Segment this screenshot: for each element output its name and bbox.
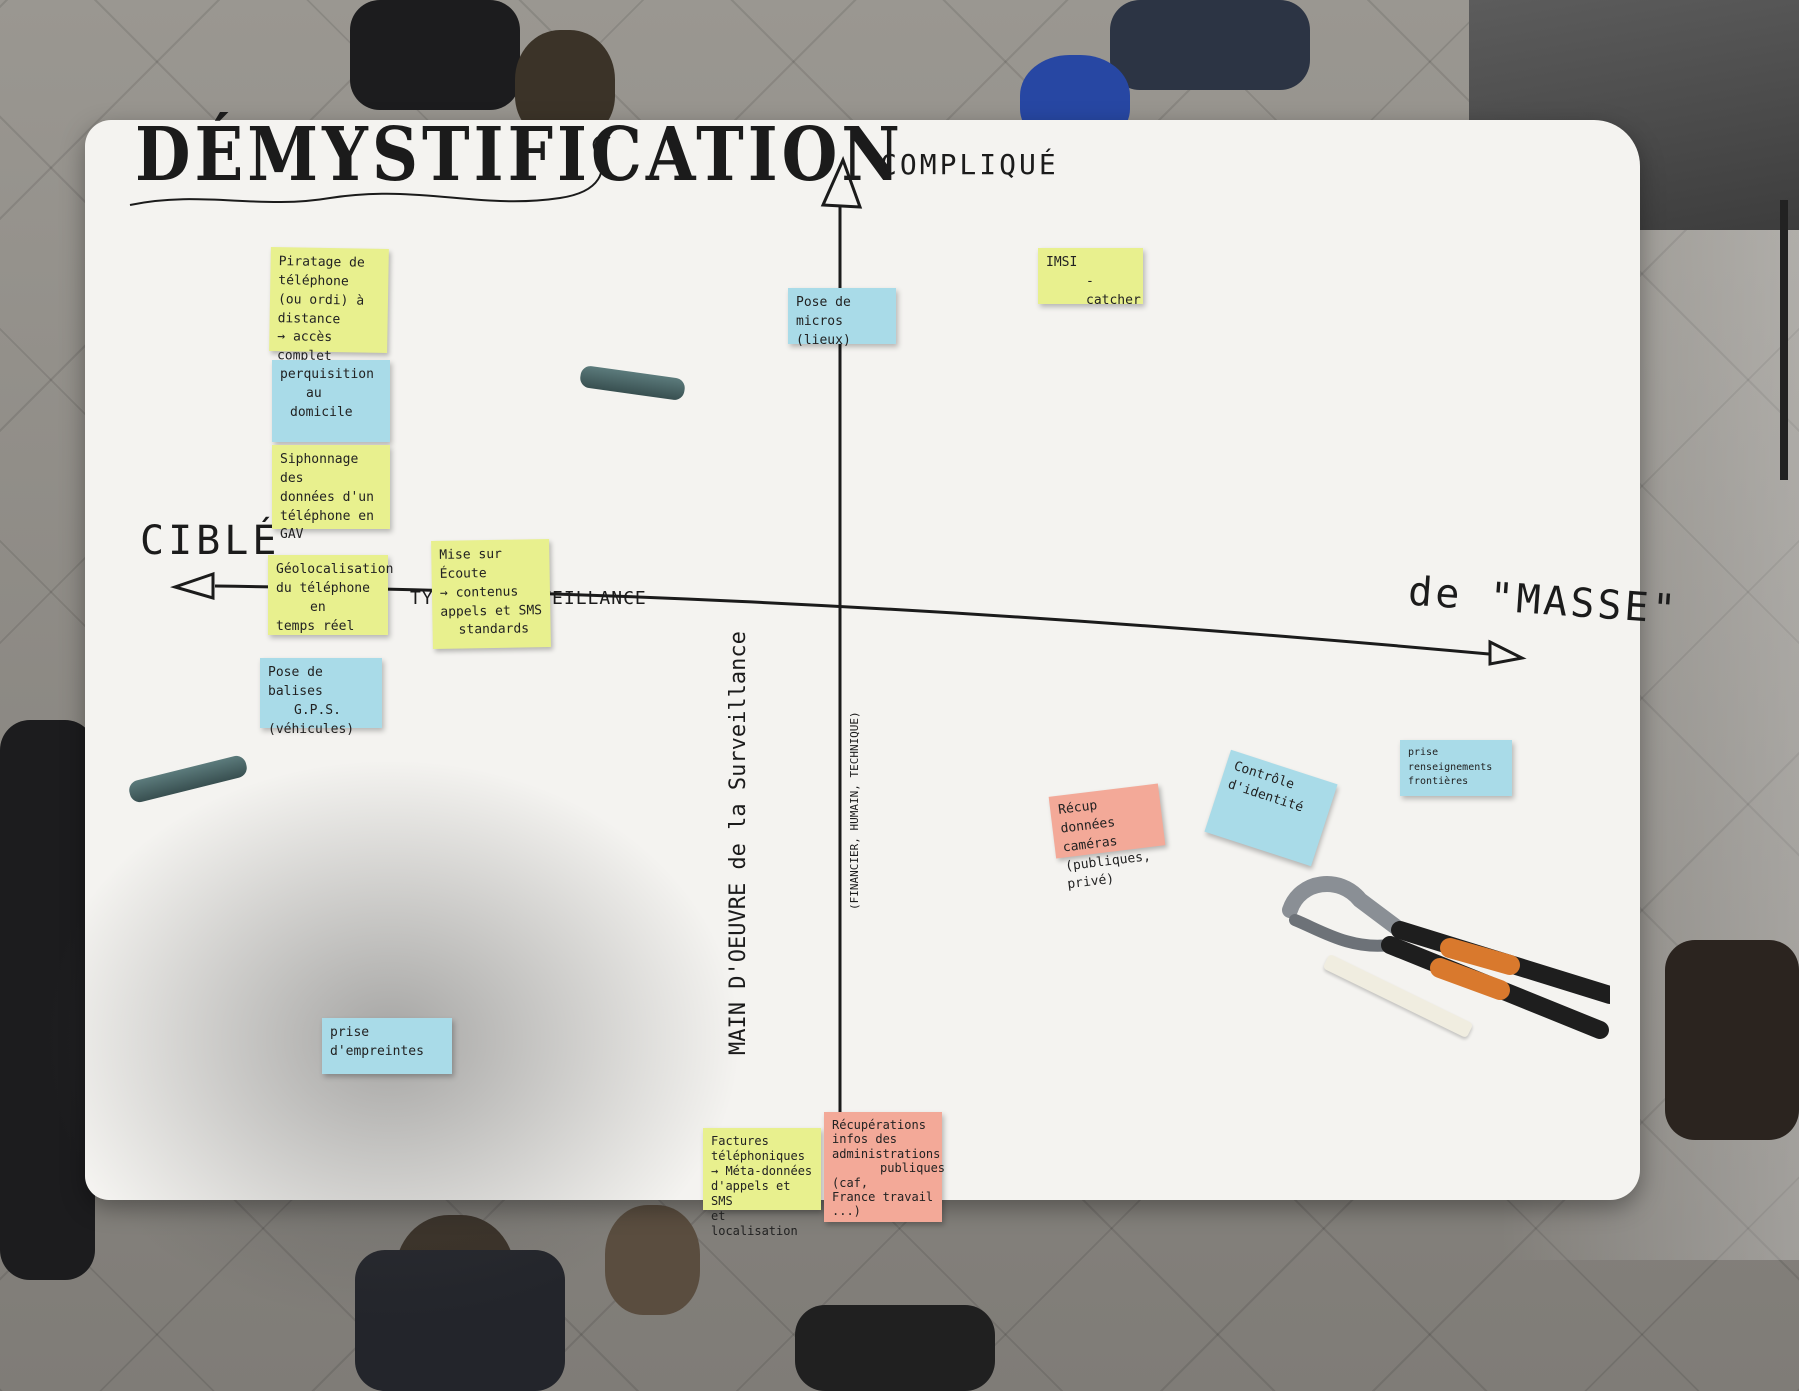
- note-line: distance: [277, 310, 341, 327]
- note-factures[interactable]: Factures téléphoniques → Méta-données d'…: [703, 1128, 821, 1238]
- note-line: GAV: [280, 527, 304, 543]
- note-balises[interactable]: Pose de balises G.P.S. (véhicules): [260, 658, 382, 737]
- note-line: Géolocalisation: [276, 562, 394, 577]
- note-line: téléphone en: [280, 508, 374, 524]
- note-line: micros (lieux): [796, 313, 851, 348]
- chair-leg: [1780, 200, 1788, 480]
- axis-left-label: CIBLÉ: [140, 518, 281, 564]
- note-line: (véhicules): [268, 721, 355, 737]
- note-line: d'appels et SMS: [711, 1179, 791, 1208]
- note-line: appels et SMS: [440, 602, 543, 620]
- note-line: Pose de: [796, 295, 851, 310]
- person-leg: [355, 1250, 565, 1391]
- note-line: du téléphone: [276, 580, 370, 596]
- note-empreintes[interactable]: prise d'empreintes: [322, 1018, 452, 1074]
- note-ecoute[interactable]: Mise sur Écoute → contenus appels et SMS…: [431, 538, 551, 650]
- note-line: temps réel: [276, 618, 355, 634]
- note-line: (caf,: [832, 1175, 869, 1190]
- note-line: → Méta-données: [711, 1164, 813, 1178]
- note-piratage[interactable]: Piratage de téléphone (ou ordi) à distan…: [269, 246, 389, 364]
- note-line: IMSI: [1046, 255, 1078, 270]
- note-line: domicile: [290, 404, 353, 420]
- note-line: Pose de balises: [268, 665, 323, 699]
- note-line: Mise sur: [439, 546, 503, 563]
- person-leg: [1665, 940, 1799, 1140]
- note-line: prise: [330, 1025, 370, 1040]
- note-line: Piratage de: [278, 254, 365, 271]
- note-line: (ou ordi) à: [277, 291, 365, 309]
- note-line: -catcher: [1086, 273, 1141, 308]
- note-line: ...): [832, 1204, 861, 1219]
- note-line: publiques: [880, 1161, 946, 1176]
- note-line: en: [310, 599, 326, 615]
- note-recuperations[interactable]: Récupérations infos des administrations …: [824, 1112, 946, 1222]
- note-line: téléphoniques: [711, 1149, 805, 1163]
- note-line: Factures: [711, 1134, 769, 1148]
- note-line: téléphone: [278, 272, 349, 290]
- note-line: administrations: [832, 1146, 941, 1161]
- note-line: frontières: [1408, 776, 1469, 787]
- note-line: → contenus: [439, 584, 519, 601]
- person-leg: [1110, 0, 1310, 90]
- note-perquisition[interactable]: perquisition au domicile: [272, 360, 390, 442]
- note-line: perquisition: [280, 367, 374, 382]
- axis-top-label: COMPLIQUÉ: [880, 148, 1059, 181]
- note-micros[interactable]: Pose de micros (lieux): [788, 288, 896, 348]
- axis-vertical-caption: MAIN D'OEUVRE de la Surveillance: [726, 631, 751, 1055]
- note-siphonnage[interactable]: Siphonnage des données d'un téléphone en…: [272, 445, 390, 542]
- note-line: France travail: [832, 1189, 934, 1204]
- note-imsi[interactable]: IMSI -catcher: [1038, 248, 1143, 308]
- person-leg: [350, 0, 520, 110]
- note-line: d'empreintes: [330, 1043, 424, 1059]
- pliers: [1282, 876, 1610, 1039]
- note-line: prise renseignements: [1408, 747, 1493, 773]
- note-line: infos des: [832, 1132, 898, 1147]
- note-line: Siphonnage des: [280, 452, 359, 486]
- note-line: Écoute: [439, 565, 487, 582]
- note-line: données d'un: [280, 489, 374, 505]
- note-line: et localisation: [711, 1209, 798, 1238]
- shoe: [605, 1205, 700, 1315]
- person-leg: [0, 720, 95, 1280]
- note-line: Récupérations: [832, 1118, 926, 1132]
- board-title: DÉMYSTIFICATION: [135, 112, 904, 199]
- note-line: standards: [458, 621, 530, 638]
- note-cameras[interactable]: Récup données caméras (publiques, privé): [1048, 783, 1166, 893]
- note-prise[interactable]: prise renseignements frontières: [1400, 740, 1512, 796]
- note-line: G.P.S.: [294, 702, 341, 718]
- note-geolocalisation[interactable]: Géolocalisation du téléphone en temps ré…: [268, 555, 394, 635]
- axis-vertical-subcaption: (FINANCIER, HUMAIN, TECHNIQUE): [848, 711, 861, 910]
- person-leg: [795, 1305, 995, 1391]
- note-line: au: [306, 385, 322, 401]
